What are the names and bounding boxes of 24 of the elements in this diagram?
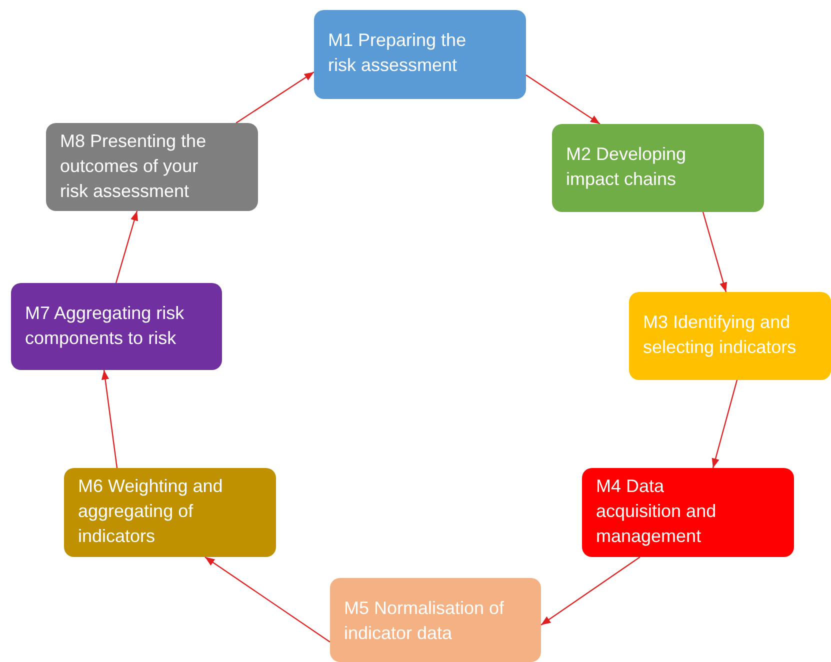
step-box (552, 124, 764, 212)
step-label: M5 Normalisation of indicator data (344, 597, 506, 645)
step-box (330, 578, 541, 662)
arrow (702, 212, 728, 292)
arrow (115, 210, 138, 284)
arrow (101, 370, 118, 468)
step-label: M1 Preparing the risk assessment (328, 29, 468, 77)
step-label: M2 Developing impact chains (566, 143, 688, 191)
step-box (582, 468, 794, 557)
arrow (540, 556, 640, 626)
step-label: M7 Aggregating risk components to risk (25, 302, 186, 350)
step-label: M3 Identifying and selecting indicators (643, 311, 798, 359)
arrow (712, 380, 738, 468)
step-label: M4 Data acquisition and management (596, 475, 718, 548)
step-box (314, 10, 526, 99)
arrow (236, 72, 314, 124)
step-box (11, 283, 222, 370)
arrow (204, 556, 330, 642)
arrow (526, 74, 600, 124)
step-box (46, 123, 258, 211)
step-box (64, 468, 276, 557)
step-box (629, 292, 831, 380)
step-label: M8 Presenting the outcomes of your risk assessment (60, 130, 208, 203)
step-label: M6 Weighting and aggregating of indicators (78, 475, 224, 548)
